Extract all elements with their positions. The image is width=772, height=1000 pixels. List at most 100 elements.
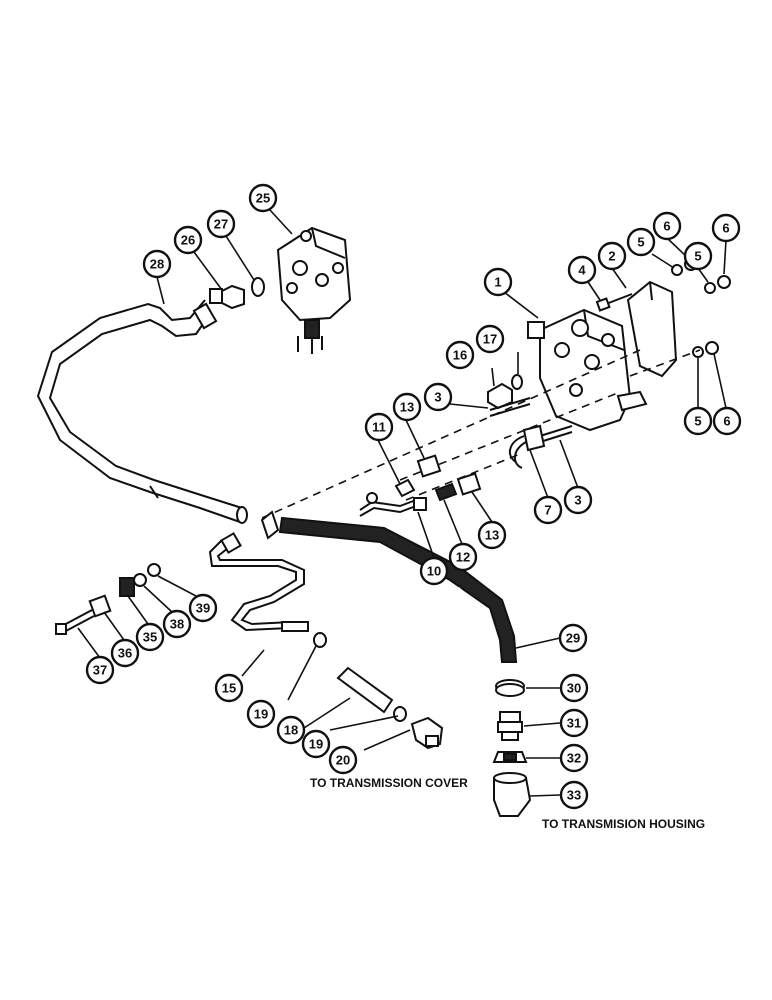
- callout-26: 26: [173, 225, 203, 255]
- callout-13b: 13: [477, 520, 507, 550]
- callout-6c: 6: [712, 406, 742, 436]
- callout-39: 39: [188, 593, 218, 623]
- svg-text:5: 5: [694, 414, 701, 429]
- svg-text:6: 6: [723, 414, 730, 429]
- callout-27: 27: [206, 209, 236, 239]
- callout-30: 30: [559, 673, 589, 703]
- svg-text:19: 19: [254, 707, 268, 722]
- callout-5b: 5: [683, 241, 713, 271]
- svg-text:7: 7: [544, 503, 551, 518]
- callout-3a: 3: [423, 382, 453, 412]
- svg-text:6: 6: [722, 221, 729, 236]
- svg-text:30: 30: [567, 681, 581, 696]
- callout-5a: 5: [626, 227, 656, 257]
- connector-13a: [416, 454, 442, 478]
- elbow-33: [493, 772, 532, 817]
- callout-29: 29: [558, 623, 588, 653]
- nut-39: [147, 563, 161, 577]
- callout-20: 20: [328, 745, 358, 775]
- callout-1: 1: [483, 267, 513, 297]
- fitting-19a: [313, 632, 327, 648]
- svg-text:32: 32: [567, 751, 581, 766]
- svg-text:37: 37: [93, 663, 107, 678]
- callout-36: 36: [110, 638, 140, 668]
- o-ring-17: [511, 374, 523, 390]
- callout-5c: 5: [683, 406, 713, 436]
- callout-32: 32: [559, 743, 589, 773]
- bushing-32: [492, 751, 528, 763]
- svg-text:1: 1: [494, 275, 501, 290]
- callout-16: 16: [445, 340, 475, 370]
- callout-4: 4: [567, 255, 597, 285]
- elbow-20: [410, 716, 444, 750]
- callout-19a: 19: [246, 699, 276, 729]
- svg-text:12: 12: [456, 550, 470, 565]
- svg-text:3: 3: [574, 493, 581, 508]
- hose-18: [336, 666, 394, 714]
- o-ring-27: [251, 277, 265, 297]
- fitting-31: [497, 711, 523, 741]
- callout-35: 35: [135, 622, 165, 652]
- control-valve-25: [276, 226, 352, 354]
- bolt-37: [55, 609, 95, 635]
- svg-text:25: 25: [256, 191, 270, 206]
- svg-text:18: 18: [284, 723, 298, 738]
- spacer-36: [88, 594, 112, 618]
- callout-17: 17: [475, 324, 505, 354]
- svg-text:28: 28: [150, 257, 164, 272]
- svg-text:38: 38: [170, 617, 184, 632]
- svg-text:4: 4: [578, 263, 586, 278]
- callout-6a: 6: [652, 211, 682, 241]
- bolt-4: [595, 293, 633, 312]
- svg-text:3: 3: [434, 390, 441, 405]
- caption-transmission-cover: TO TRANSMISSION COVER: [310, 776, 468, 790]
- callout-38: 38: [162, 609, 192, 639]
- svg-text:5: 5: [637, 235, 644, 250]
- svg-text:16: 16: [453, 348, 467, 363]
- connector-13b: [456, 472, 482, 496]
- callout-25: 25: [248, 183, 278, 213]
- hose-29: [278, 516, 518, 663]
- callout-28: 28: [142, 249, 172, 279]
- callout-37: 37: [85, 655, 115, 685]
- callout-6b: 6: [711, 213, 741, 243]
- washer-5c: [692, 346, 704, 358]
- svg-text:31: 31: [567, 716, 581, 731]
- tube-15: [208, 532, 309, 632]
- tube-28: [36, 299, 248, 524]
- callout-3b: 3: [563, 485, 593, 515]
- fitting-19b: [393, 706, 407, 722]
- callout-7: 7: [533, 495, 563, 525]
- svg-text:36: 36: [118, 646, 132, 661]
- caption-transmission-housing: TO TRANSMISION HOUSING: [542, 817, 705, 831]
- svg-text:39: 39: [196, 601, 210, 616]
- nut-6b: [717, 275, 731, 289]
- svg-text:13: 13: [485, 528, 499, 543]
- svg-text:29: 29: [566, 631, 580, 646]
- fitting-16: [487, 382, 513, 410]
- hose-clip: [260, 510, 280, 540]
- callout-31: 31: [559, 708, 589, 738]
- svg-text:19: 19: [309, 737, 323, 752]
- leader-lines: [77, 209, 727, 797]
- svg-text:11: 11: [372, 420, 386, 435]
- svg-text:35: 35: [143, 630, 157, 645]
- svg-text:10: 10: [427, 564, 441, 579]
- svg-text:13: 13: [400, 400, 414, 415]
- svg-text:5: 5: [694, 249, 701, 264]
- switch-7: [508, 424, 546, 469]
- nut-6c: [705, 341, 719, 355]
- callout-18: 18: [276, 715, 306, 745]
- svg-text:17: 17: [483, 332, 497, 347]
- adapter-fitting-26: [209, 284, 245, 310]
- assembly-lines: [261, 349, 701, 519]
- svg-text:15: 15: [222, 681, 236, 696]
- svg-text:6: 6: [663, 219, 670, 234]
- svg-text:27: 27: [214, 217, 228, 232]
- clamp-30: [495, 679, 525, 697]
- callout-12: 12: [448, 542, 478, 572]
- svg-text:33: 33: [567, 788, 581, 803]
- fitting-11: [394, 478, 416, 498]
- callout-11: 11: [364, 412, 394, 442]
